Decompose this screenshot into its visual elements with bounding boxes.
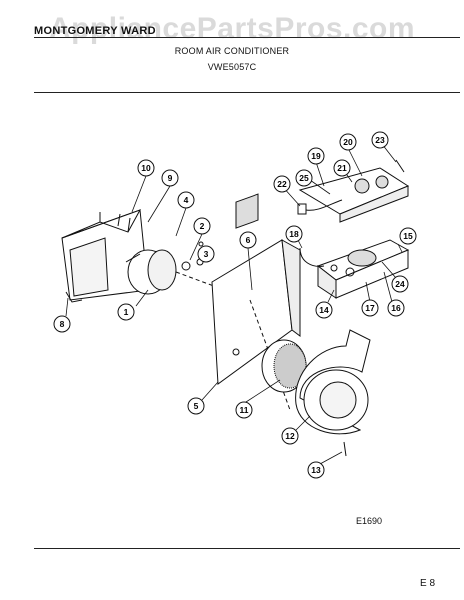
callout-label: 24	[395, 279, 405, 289]
header-rule-bottom	[34, 92, 460, 93]
callout-10: 10	[137, 159, 155, 177]
callout-label: 4	[184, 195, 189, 205]
callout-label: 23	[375, 135, 385, 145]
control-bracket	[298, 159, 410, 223]
callout-label: 1	[124, 307, 129, 317]
callout-label: 2	[200, 221, 205, 231]
scroll-housing	[295, 329, 371, 435]
callout-17: 17	[361, 299, 379, 317]
callout-20: 20	[339, 133, 357, 151]
callout-18: 18	[285, 225, 303, 243]
callout-label: 15	[403, 231, 413, 241]
callout-label: 19	[311, 151, 321, 161]
callout-label: 8	[60, 319, 65, 329]
callout-8: 8	[53, 315, 71, 333]
capacitor-assembly	[299, 239, 410, 299]
callout-14: 14	[315, 301, 333, 319]
switch-wire	[297, 199, 343, 215]
document-title: ROOM AIR CONDITIONER	[174, 46, 290, 56]
callout-label: 13	[311, 465, 321, 475]
watermark: AppliancePartsPros.com	[48, 12, 416, 45]
callout-label: 10	[141, 163, 151, 173]
orifice-panel	[211, 193, 301, 411]
callout-label: 5	[194, 401, 199, 411]
model-number: VWE5057C	[207, 62, 257, 72]
callout-21: 21	[333, 159, 351, 177]
callout-label: 22	[277, 179, 287, 189]
diagram-code: E1690	[356, 516, 383, 526]
callout-label: 25	[299, 173, 309, 183]
header-rule-top	[34, 37, 460, 38]
callout-label: 6	[246, 235, 251, 245]
callout-label: 3	[204, 249, 209, 259]
callout-label: 16	[391, 303, 401, 313]
callout-15: 15	[399, 227, 417, 245]
blower-wheel	[261, 339, 307, 393]
motor-mount-bracket	[61, 209, 149, 303]
callout-25: 25	[295, 169, 313, 187]
callout-6: 6	[239, 231, 257, 249]
callout-11: 11	[235, 401, 253, 419]
page-mark: E 8	[420, 578, 436, 589]
callout-16: 16	[387, 299, 405, 317]
footer-rule	[34, 548, 460, 549]
callout-1: 1	[117, 303, 135, 321]
callout-19: 19	[307, 147, 325, 165]
callout-3: 3	[197, 245, 215, 263]
callout-5: 5	[187, 397, 205, 415]
callout-23: 23	[371, 131, 389, 149]
callout-12: 12	[281, 427, 299, 445]
callout-label: 20	[343, 137, 353, 147]
callout-label: 17	[365, 303, 375, 313]
callout-9: 9	[161, 169, 179, 187]
callout-label: 12	[285, 431, 295, 441]
callout-24: 24	[391, 275, 409, 293]
callout-label: 18	[289, 229, 299, 239]
callout-13: 13	[307, 461, 325, 479]
callout-4: 4	[177, 191, 195, 209]
callout-label: 11	[240, 405, 249, 415]
callout-label: 9	[168, 173, 173, 183]
callout-label: 21	[337, 163, 347, 173]
callout-label: 14	[319, 305, 329, 315]
brand-header: MONTGOMERY WARD	[34, 25, 156, 37]
callout-22: 22	[273, 175, 291, 193]
callout-2: 2	[193, 217, 211, 235]
screw-13	[343, 441, 347, 457]
motor	[125, 249, 231, 295]
